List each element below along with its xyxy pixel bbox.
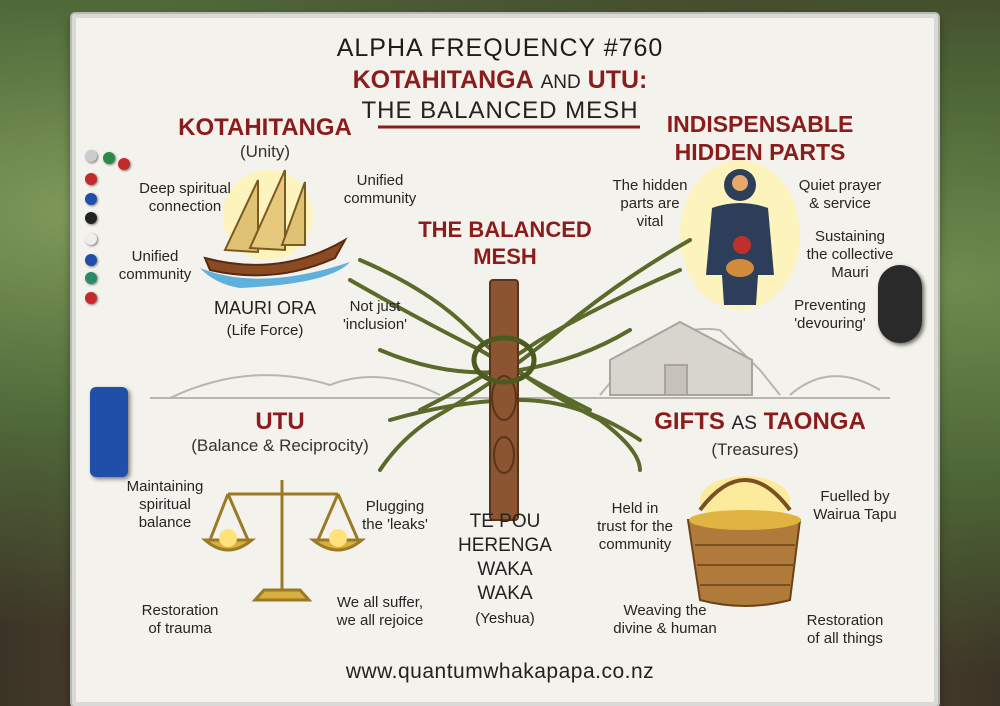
note-mauri-ora: MAURI ORA(Life Force)	[213, 298, 316, 339]
note-not-just-inclusion: Not just'inclusion'	[342, 298, 408, 333]
section-subtitle-treasures: (Treasures)	[711, 440, 799, 459]
subtitle-kotahitanga: KOTAHITANGA	[352, 66, 534, 94]
balance-scales-icon	[200, 480, 367, 602]
magnet-red[interactable]	[85, 150, 97, 162]
section-title-gifts: GIFTS AS TAONGA	[654, 408, 866, 435]
te-pou-post-icon	[471, 279, 537, 521]
section-subtitle-unity: (Unity)	[239, 142, 291, 161]
footer-url[interactable]: www.quantumwhakapapa.co.nz	[345, 660, 655, 683]
note-quiet-prayer: Quiet prayer& service	[798, 177, 882, 212]
board-subtitle: KOTAHITANGA AND UTU:	[300, 66, 700, 95]
waka-canoe-icon	[200, 169, 350, 288]
note-suffer-rejoice: We all suffer,we all rejoice	[336, 594, 424, 629]
board-title: ALPHA FREQUENCY #760	[336, 34, 664, 62]
section-title-kotahitanga: KOTAHITANGA	[178, 114, 352, 141]
magnet-green[interactable]	[85, 272, 97, 284]
whiteboard-eraser[interactable]	[90, 387, 128, 477]
magnet-black[interactable]	[85, 212, 97, 224]
magnet-red[interactable]	[85, 292, 97, 304]
magnet-red[interactable]	[85, 173, 97, 185]
subtitle-and: AND	[540, 72, 581, 93]
human-body-icon	[680, 160, 800, 310]
magnet-white[interactable]	[85, 233, 97, 245]
house-sketch	[609, 320, 753, 396]
whiteboard	[72, 14, 938, 706]
magnet-red[interactable]	[118, 158, 130, 170]
note-preventing-devouring: Preventing'devouring'	[794, 297, 866, 332]
magnet-green[interactable]	[103, 152, 115, 164]
subtitle-utu: UTU:	[587, 66, 648, 94]
computer-mouse[interactable]	[878, 265, 922, 343]
section-subtitle-balance: (Balance & Reciprocity)	[191, 436, 369, 455]
magnet-blue[interactable]	[85, 254, 97, 266]
section-title-utu: UTU	[255, 408, 305, 435]
magnet-blue[interactable]	[85, 193, 97, 205]
board-subtitle-mesh: THE BALANCED MESH	[361, 97, 639, 124]
woven-basket-icon	[686, 476, 802, 607]
